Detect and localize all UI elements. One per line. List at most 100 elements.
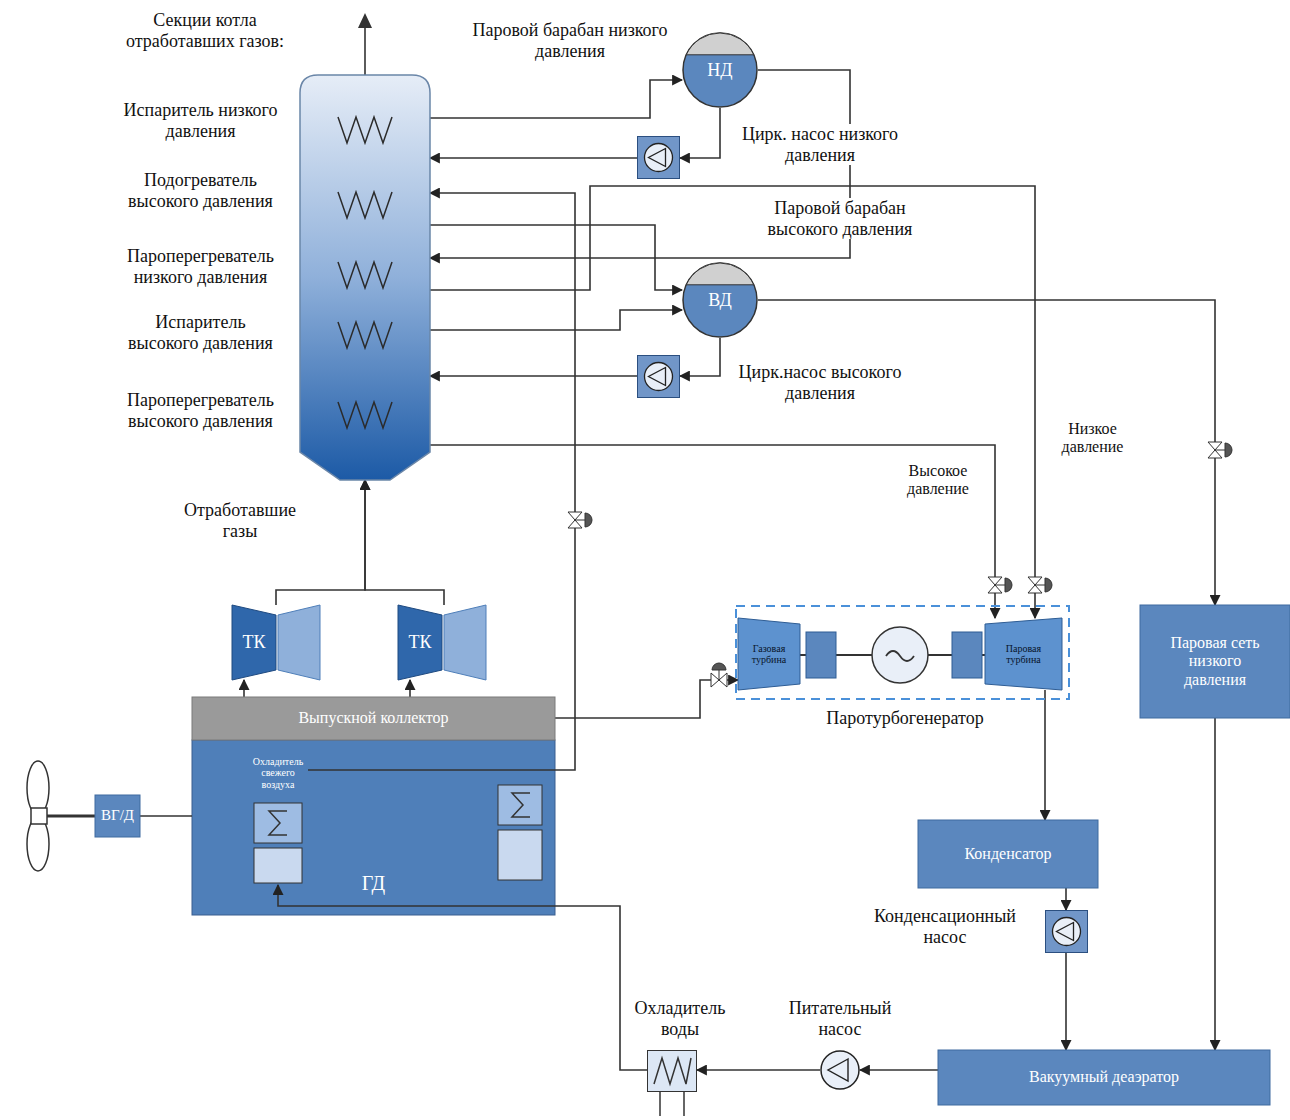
manifold-band: [192, 697, 555, 740]
turbocharger: ТК: [398, 605, 486, 680]
air-cooler-base: [498, 830, 542, 880]
pump-frame: [1046, 911, 1088, 953]
circulation-pump-shape: [637, 355, 680, 398]
pipe-connector: [140, 815, 192, 817]
heat-exchanger-symbol: [512, 793, 530, 817]
chimney-arrow: [358, 13, 372, 28]
heating-coil: [338, 322, 392, 348]
cooling-water-pipe: [683, 1092, 685, 1116]
pipe-connector: [1065, 953, 1067, 1050]
air-cooler-core: [254, 803, 302, 843]
pump-triangle: [1057, 923, 1074, 941]
node-label: ТК: [242, 632, 265, 653]
heading-label: Питательный насос: [780, 998, 900, 1039]
steam-drum: Паровой барабан высокого давленияВД: [682, 262, 758, 338]
turbine-outline: [985, 618, 1062, 690]
water-cooler-shape: [647, 1050, 697, 1092]
turbogenerator-frame: ПаротурбогенераторГазовая турбинаПаровая…: [735, 605, 1070, 700]
valve-stem: [995, 585, 1005, 586]
text-area: ВД: [682, 262, 758, 338]
control-valve: [988, 577, 1012, 593]
node-label: Газовая турбина: [741, 643, 797, 666]
section-label: Низкое давление: [1045, 420, 1140, 457]
air-cooler-base: [254, 848, 302, 883]
heating-coil: [338, 402, 392, 428]
node-label: ГД: [362, 872, 385, 895]
valve-actuator: [585, 513, 592, 527]
water-cooler: Охладитель воды: [647, 1050, 697, 1092]
turbine-outline: [738, 618, 800, 690]
valve-stem: [575, 520, 585, 521]
box-outline: [938, 1050, 1270, 1105]
gearbox: [952, 632, 982, 678]
text-area: Паровая сеть низкого давления: [1140, 605, 1290, 718]
heading-label: Паровой барабан высокого давления: [740, 198, 940, 239]
control-valve: [1208, 442, 1232, 458]
section-label: Пароперегреватель высокого давления: [118, 390, 283, 431]
chimney-line: [364, 26, 366, 75]
cooling-water-pipe: [659, 1092, 661, 1116]
pipe-connector: [365, 480, 444, 605]
node-label: Охладитель свежего воздуха: [250, 756, 306, 791]
heating-coil: [338, 117, 392, 143]
feed-pump: Питательный насос: [820, 1050, 860, 1090]
pump-symbol: [821, 1051, 859, 1089]
heading-label: Паротурбогенератор: [800, 708, 1010, 729]
propeller-blade: [27, 761, 49, 815]
heat-exchanger-symbol: [269, 811, 287, 835]
pipe-connector: [680, 338, 720, 376]
pump-frame: [638, 356, 680, 398]
steam-turbine: Паровая турбина: [985, 618, 1062, 690]
valve-stem: [1035, 585, 1045, 586]
node-label: Паровая турбина: [991, 643, 1056, 666]
pipe-connector: [680, 108, 720, 158]
condenser-box: Конденсатор: [918, 820, 1098, 888]
pipe-connector: [430, 80, 682, 118]
deaerator-box: Вакуумный деаэратор: [938, 1050, 1270, 1105]
text-area: Газовая турбина: [738, 618, 800, 690]
pump-triangle: [828, 1059, 848, 1081]
node-label: ТК: [408, 632, 431, 653]
pipe-connector: [758, 300, 1215, 605]
pipe-connector: [860, 1069, 938, 1071]
node-label: ВД: [708, 290, 732, 311]
text-area: Вакуумный деаэратор: [938, 1050, 1270, 1105]
pipe-connector: [430, 310, 682, 330]
valve-stem: [1215, 450, 1225, 451]
compressor-wheel: [444, 605, 486, 680]
pump-triangle: [649, 368, 666, 386]
drum-shell: [683, 263, 757, 337]
text-area: Конденсатор: [918, 820, 1098, 888]
generator-tilde: [886, 651, 914, 661]
box-outline: [918, 820, 1098, 888]
exhaust-manifold: Выпускной коллектор: [192, 697, 555, 740]
circulation-pump: Цирк.насос высокого давления: [637, 355, 680, 398]
valve-stem: [719, 670, 720, 680]
section-label: Отработавшие газы: [170, 500, 310, 541]
node-label: Паровая сеть низкого давления: [1156, 634, 1274, 689]
pipe-connector: [430, 375, 637, 377]
text-area: Выпускной коллектор: [192, 697, 555, 740]
pipe-connector: [430, 157, 637, 159]
generator-symbol: [872, 627, 928, 683]
propeller-blade: [27, 817, 49, 871]
circulation-pump: Цирк. насос низкого давления: [637, 136, 680, 179]
pipe-connector: [276, 480, 365, 605]
gas-turbine: Газовая турбина: [738, 618, 800, 690]
pump-triangle: [649, 149, 666, 167]
valve-actuator: [1045, 578, 1052, 592]
valve-actuator: [712, 663, 726, 670]
section-label: Пароперегреватель низкого давления: [118, 246, 283, 287]
text-area: НД: [682, 32, 758, 108]
text-area: ТК: [398, 605, 442, 680]
steam-network-box: Паровая сеть низкого давления: [1140, 605, 1290, 718]
pipe-connector: [243, 680, 245, 697]
heading-label: Секции котла отработавших газов:: [110, 10, 300, 51]
text-area: ВГ/Д: [95, 795, 140, 837]
valve-actuator: [1225, 443, 1232, 457]
drum-steam-space: [686, 263, 753, 285]
node-label: НД: [707, 60, 732, 81]
boiler-column-shape: [300, 75, 430, 480]
heating-coil: [338, 192, 392, 218]
node-label: Конденсатор: [964, 845, 1051, 863]
